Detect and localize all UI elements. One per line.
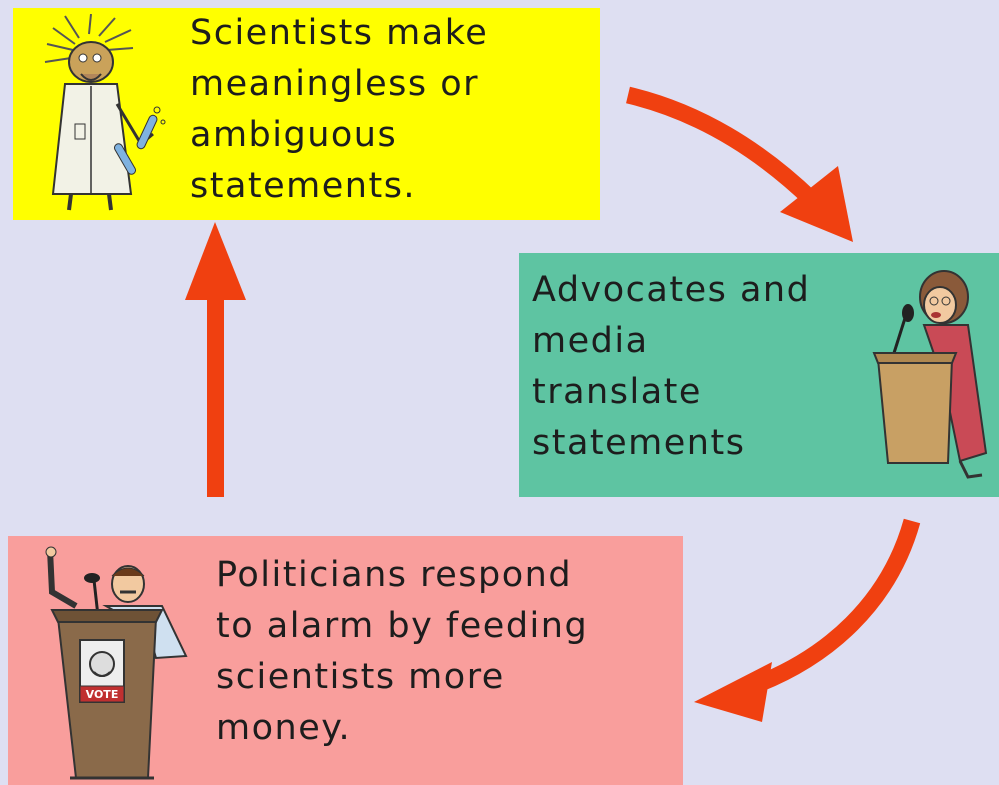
politicians-statement-text: Politicians respond to alarm by feeding … (216, 555, 589, 748)
vote-label: VOTE (86, 688, 119, 701)
advocates-box: Advocates and media translate statements (519, 253, 999, 497)
arrow-advocates-to-politicians (694, 518, 921, 722)
scientists-box: Scientists make meaningless or ambiguous… (13, 8, 600, 220)
arrow-politicians-to-scientists (185, 222, 246, 497)
politicians-box: VOTE Politicians respond to alarm by fee… (8, 536, 683, 785)
politician-at-vote-podium-illustration: VOTE (45, 546, 188, 780)
woman-speaking-at-podium-illustration (872, 270, 988, 479)
mad-scientist-illustration (44, 14, 166, 211)
arrow-scientists-to-advocates (626, 86, 853, 242)
scientists-statement-text: Scientists make meaningless or ambiguous… (190, 13, 489, 206)
advocates-statement-text: Advocates and media translate statements (532, 270, 811, 463)
